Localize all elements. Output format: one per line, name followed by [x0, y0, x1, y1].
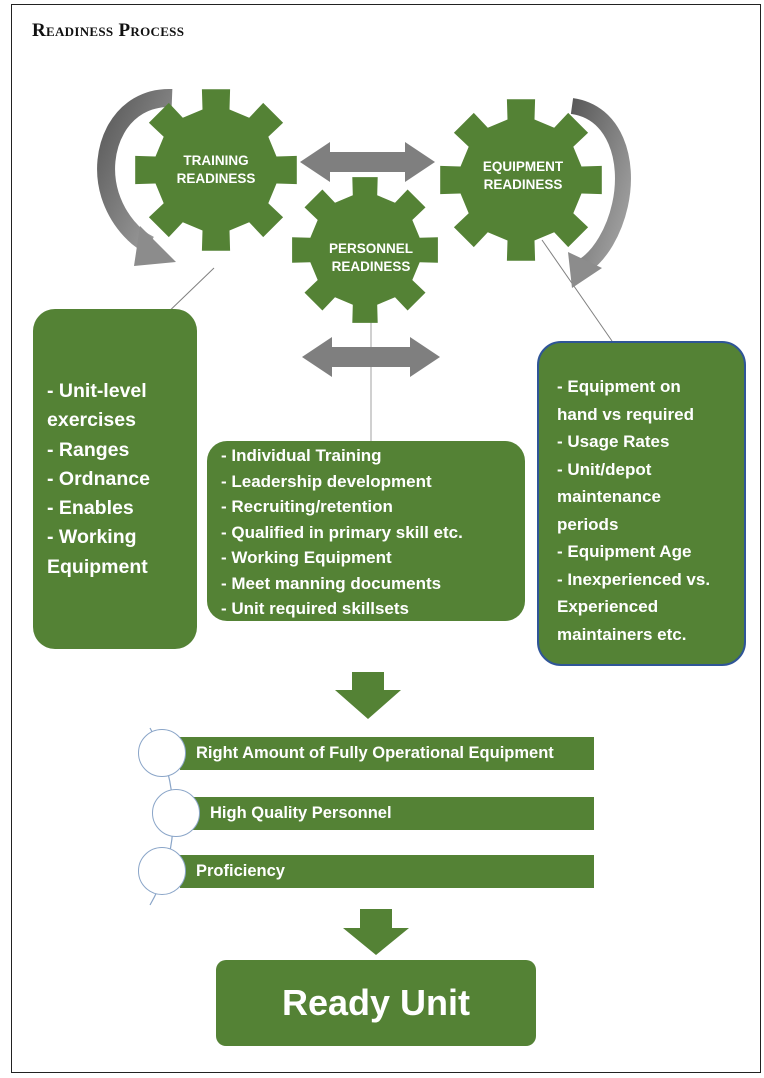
personnel-item: - Individual Training — [221, 446, 382, 465]
gear-label-equipment: EQUIPMENT READINESS — [468, 158, 578, 194]
personnel-item: - Leadership development — [221, 471, 432, 491]
personnel-item: - Qualified in primary skill etc. — [221, 522, 463, 542]
gear-equipment-icon — [440, 99, 602, 261]
training-item: - Unit-level — [47, 380, 147, 402]
outcome-circle-1 — [138, 729, 186, 777]
training-item: - Ranges — [47, 438, 130, 461]
outcome-circle-3 — [138, 847, 186, 895]
gear-label-personnel: PERSONNEL READINESS — [316, 240, 426, 276]
outcome-bar-equipment: Right Amount of Fully Operational Equipm… — [180, 737, 594, 770]
double-arrow-top-icon — [300, 142, 435, 182]
outcome-bar-proficiency: Proficiency — [180, 855, 594, 888]
equipment-item: Experienced — [557, 597, 659, 616]
outcome-label-equipment: Right Amount of Fully Operational Equipm… — [196, 744, 554, 762]
outcome-bar-personnel: High Quality Personnel — [180, 797, 594, 830]
equipment-item: - Equipment Age — [557, 542, 692, 561]
double-arrow-bottom-icon — [302, 337, 440, 377]
equipment-item: - Inexperienced vs. — [557, 569, 711, 589]
equipment-item: maintenance — [557, 487, 661, 506]
down-arrow-upper-icon — [335, 672, 401, 719]
gear-personnel-icon — [292, 177, 438, 323]
page-title: Readiness Process — [32, 20, 185, 41]
connector-line-equipment — [541, 239, 613, 342]
equipment-item: hand vs required — [557, 404, 694, 424]
training-item: exercises — [47, 409, 136, 432]
personnel-item: - Recruiting/retention — [221, 497, 393, 516]
training-item: - Working — [47, 526, 137, 549]
gear-label-training: TRAINING READINESS — [166, 152, 266, 188]
equipment-item: - Usage Rates — [557, 432, 670, 451]
gear-training-icon — [135, 89, 297, 251]
gear-label-training-line1: TRAINING — [183, 153, 249, 168]
outcome-circle-2 — [152, 789, 200, 837]
training-item: - Enables — [47, 497, 134, 520]
gear-label-personnel-line1: PERSONNEL — [328, 241, 413, 256]
down-arrow-lower-icon — [343, 909, 409, 955]
equipment-item: periods — [557, 514, 619, 534]
training-item: - Ordnance — [47, 467, 150, 490]
gear-label-training-line2: READINESS — [176, 171, 256, 186]
training-factors-box: - Unit-level exercises - Ranges - Ordnan… — [33, 309, 197, 649]
cycle-arrow-right-icon — [568, 98, 631, 288]
training-item: Equipment — [47, 555, 148, 578]
outcome-label-proficiency: Proficiency — [196, 862, 285, 880]
equipment-factors-box: - Equipment on hand vs required - Usage … — [537, 341, 746, 666]
gear-label-equipment-line2: READINESS — [483, 177, 563, 192]
gear-label-personnel-line2: READINESS — [331, 259, 411, 274]
equipment-item: maintainers etc. — [557, 624, 687, 644]
personnel-item: - Meet manning documents — [221, 573, 442, 593]
personnel-item: - Working Equipment — [221, 548, 392, 567]
personnel-factors-box: - Individual Training - Leadership devel… — [207, 441, 525, 621]
gear-label-equipment-line1: EQUIPMENT — [482, 159, 564, 174]
outcome-label-personnel: High Quality Personnel — [210, 804, 392, 822]
personnel-item: - Unit required skillsets — [221, 599, 409, 618]
figure-frame — [11, 4, 761, 1073]
ready-unit-box: Ready Unit — [216, 960, 536, 1046]
equipment-item: - Equipment on — [557, 377, 681, 396]
cycle-arrow-left-icon — [97, 89, 176, 266]
equipment-item: - Unit/depot — [557, 459, 652, 479]
